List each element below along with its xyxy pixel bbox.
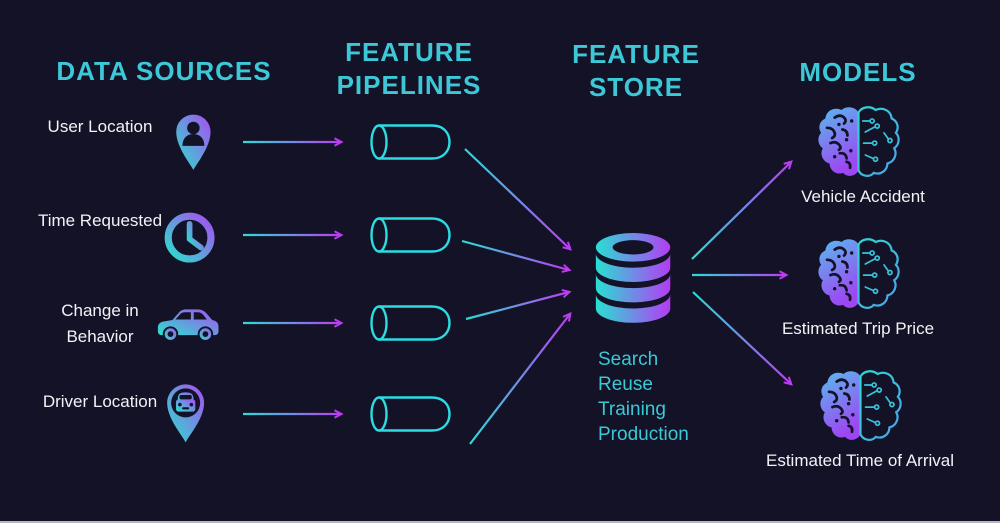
driver-location-pin-icon [167,384,205,443]
source-label-change-in-behavior: Change in Behavior [61,301,139,346]
arrow-store-to-estimated-time-of-arrival [692,291,793,386]
arrow-pipeline-4-to-store [469,311,572,445]
arrow-pipeline-1-to-store [464,148,572,251]
car-icon [157,309,219,342]
models-title: MODELS [799,57,917,87]
user-location-pin-icon [176,114,211,171]
pipeline-cylinder-4 [370,396,451,432]
arrow-pipeline-2-to-store [461,239,572,273]
arrow-store-to-vehicle-accident [691,160,793,260]
source-label-time-requested: Time Requested [37,211,163,230]
store-capability-production: Production [598,424,689,445]
source-label-driver-location: Driver Location [42,392,158,411]
pipeline-cylinder-2 [370,217,451,253]
feature-store-title: FEATURE STORE [572,39,700,102]
bottom-edge-line [0,521,1000,523]
model-label-estimated-time-of-arrival: Estimated Time of Arrival [765,451,954,470]
database-icon [595,233,671,323]
store-capability-training: Training [598,399,666,420]
store-capability-search: Search [598,349,659,370]
feature-store-capabilities: Search Reuse Training Production [598,347,768,447]
circuit-brain-icon-estimated-time-of-arrival [819,369,902,442]
pipeline-cylinder-3 [370,305,451,341]
feature-pipelines-title: FEATURE PIPELINES [336,37,482,100]
arrow-pipeline-3-to-store [465,289,572,321]
model-label-vehicle-accident: Vehicle Accident [801,187,925,206]
clock-icon [164,212,215,263]
source-label-user-location: User Location [47,117,153,136]
circuit-brain-icon-vehicle-accident [817,105,900,178]
model-label-estimated-trip-price: Estimated Trip Price [781,319,935,338]
pipeline-cylinder-1 [370,124,451,160]
circuit-brain-icon-estimated-trip-price [817,237,900,310]
data-sources-title: DATA SOURCES [56,56,272,86]
store-capability-reuse: Reuse [598,374,653,395]
